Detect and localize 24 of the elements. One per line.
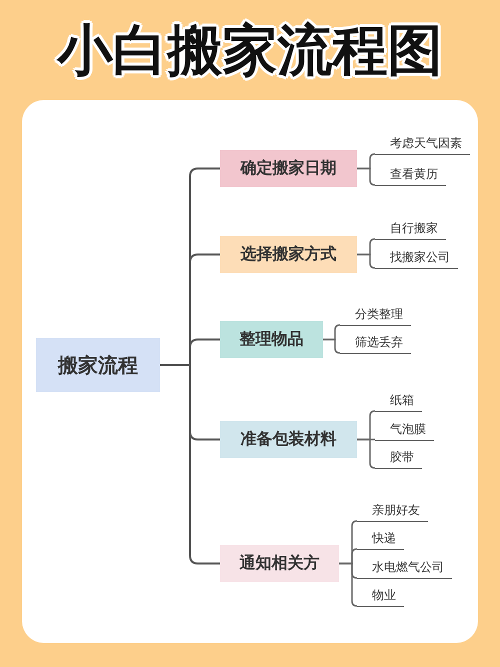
branch-box: 选择搬家方式 bbox=[220, 236, 357, 273]
branch-box: 准备包装材料 bbox=[220, 421, 357, 458]
connector-line bbox=[323, 338, 341, 354]
branch-box: 确定搬家日期 bbox=[220, 150, 357, 187]
subtopic-label: 考虑天气因素 bbox=[375, 134, 470, 155]
subtopic-label: 亲朋好友 bbox=[357, 500, 428, 522]
subtopic-label: 物业 bbox=[357, 586, 404, 607]
connector-line bbox=[160, 364, 220, 564]
subtopic-label: 分类整理 bbox=[340, 304, 411, 326]
subtopic-label: 筛选丢弃 bbox=[340, 332, 411, 354]
subtopic-label: 快递 bbox=[357, 528, 404, 550]
subtopic-label: 气泡膜 bbox=[375, 420, 434, 441]
subtopic-label: 水电燃气公司 bbox=[357, 558, 452, 579]
subtopic-label: 自行搬家 bbox=[375, 218, 446, 240]
branch-box: 整理物品 bbox=[220, 321, 323, 358]
subtopic-label: 找搬家公司 bbox=[375, 248, 458, 269]
topic-box: 搬家流程 bbox=[36, 338, 160, 392]
title: 小白搬家流程图 bbox=[58, 18, 442, 82]
subtopic-label: 纸箱 bbox=[375, 390, 422, 412]
connector-line bbox=[357, 254, 376, 269]
subtopic-label: 胶带 bbox=[375, 448, 422, 469]
subtopic-label: 查看黄历 bbox=[375, 164, 446, 186]
connector-line bbox=[357, 168, 376, 186]
branch-box: 通知相关方 bbox=[220, 545, 339, 582]
